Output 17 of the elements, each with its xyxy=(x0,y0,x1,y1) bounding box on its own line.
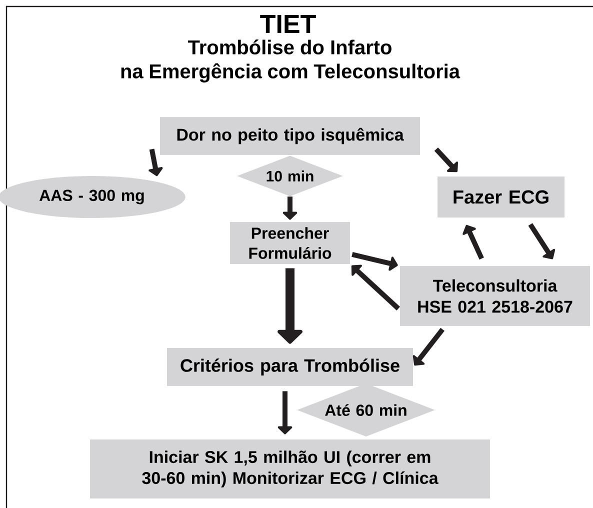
process-box: Iniciar SK 1,5 milhão UI (correr em 30-60 min) Monitorizar ECG / Clínica xyxy=(90,440,490,498)
arrow xyxy=(148,148,163,176)
arrow xyxy=(528,223,556,260)
subtitle: Trombólise do Infarto na Emergência com Teleconsultoria xyxy=(121,40,460,82)
arrow xyxy=(282,196,298,220)
arrow xyxy=(278,391,292,434)
arrow xyxy=(352,252,398,271)
process-box: Teleconsultoria HSE 021 2518-2067 xyxy=(400,266,590,326)
process-box: Fazer ECG xyxy=(438,176,564,218)
arrow xyxy=(412,328,445,366)
title: TIET xyxy=(260,15,316,33)
process-box: Critérios para Trombólise xyxy=(167,348,413,386)
arrow xyxy=(351,264,400,310)
arrow xyxy=(462,224,484,260)
process-box: Preencher Formulário xyxy=(230,222,350,264)
arrow xyxy=(434,148,458,172)
arrow xyxy=(278,268,302,344)
